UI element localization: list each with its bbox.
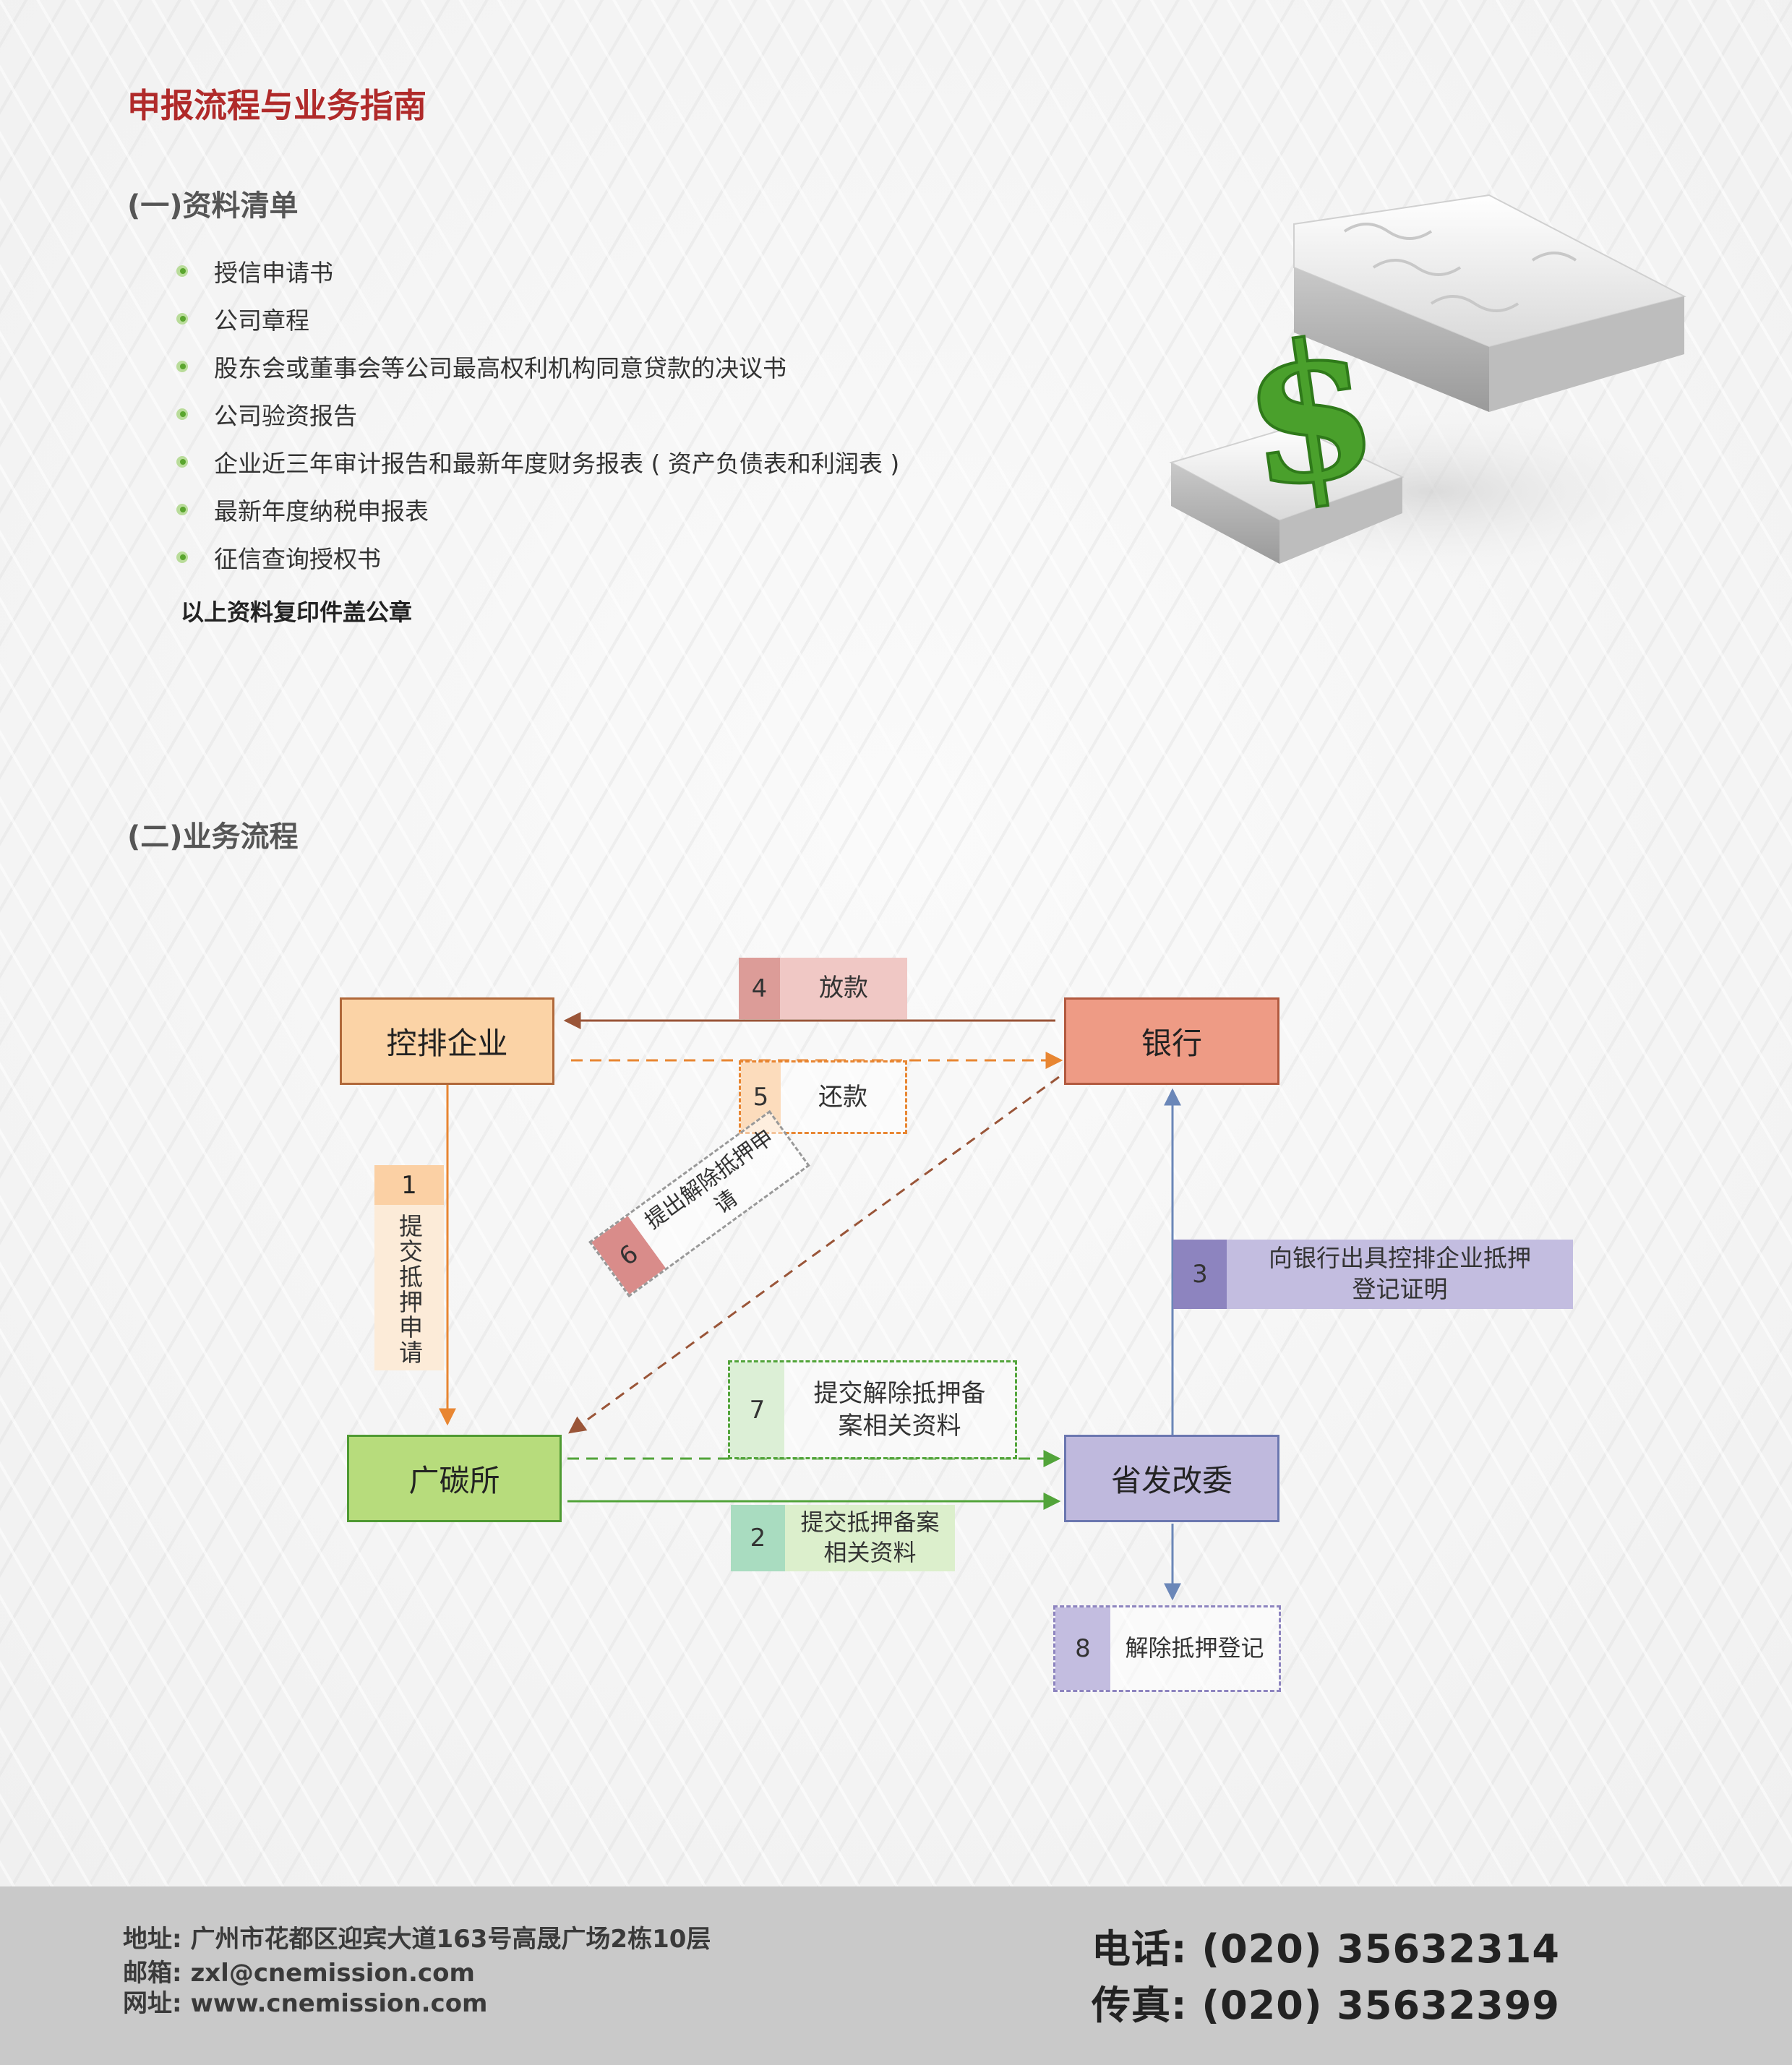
node-exchange: 广碳所 [347, 1435, 562, 1522]
footer-website: 网址: www.cnemission.com [123, 1989, 488, 2018]
step-2-tag: 2 提交抵押备案相关资料 [731, 1505, 955, 1571]
step-number: 4 [739, 958, 780, 1019]
bullet-icon [176, 309, 195, 328]
step-4-tag: 4 放款 [739, 958, 907, 1019]
bullet-icon [176, 548, 195, 567]
footer-fax: 传真: (020) 35632399 [1092, 1983, 1560, 2028]
list-item: 最新年度纳税申报表 [176, 486, 899, 533]
step-number: 3 [1173, 1240, 1227, 1309]
footer [0, 1886, 1792, 2065]
step-label: 向银行出具控排企业抵押登记证明 [1269, 1244, 1531, 1303]
list-item: 征信查询授权书 [176, 533, 899, 581]
list-item: 授信申请书 [176, 247, 899, 295]
step-3-tag: 3 向银行出具控排企业抵押登记证明 [1173, 1240, 1573, 1309]
list-item: 企业近三年审计报告和最新年度财务报表 ( 资产负债表和利润表 ) [176, 438, 899, 486]
arrow-6-release [568, 1076, 1060, 1434]
list-item: 股东会或董事会等公司最高权利机构同意贷款的决议书 [176, 343, 899, 390]
bullet-icon [176, 405, 195, 424]
step-label: 提交解除抵押备案相关资料 [813, 1379, 986, 1441]
bullet-icon [176, 357, 195, 376]
section-heading-materials: (一)资料清单 [127, 189, 299, 223]
node-bank: 银行 [1064, 997, 1279, 1085]
footer-email: 邮箱: zxl@cnemission.com [123, 1959, 475, 1988]
page-title: 申报流程与业务指南 [127, 86, 426, 125]
svg-text:$: $ [1230, 296, 1390, 532]
step-label: 还款 [818, 1082, 867, 1112]
step-label: 提交抵押申请 [395, 1214, 424, 1365]
bullet-icon [176, 500, 195, 519]
step-label: 提交抵押备案相关资料 [800, 1508, 940, 1566]
list-item: 公司章程 [176, 295, 899, 343]
step-8-tag: 8 解除抵押登记 [1053, 1605, 1281, 1692]
node-ndrc: 省发改委 [1064, 1435, 1279, 1522]
materials-list: 授信申请书 公司章程 股东会或董事会等公司最高权利机构同意贷款的决议书 公司验资… [176, 247, 899, 581]
footer-address: 地址: 广州市花都区迎宾大道163号高晟广场2栋10层 [123, 1925, 711, 1954]
list-item: 公司验资报告 [176, 390, 899, 438]
step-number: 8 [1055, 1607, 1110, 1690]
materials-note: 以上资料复印件盖公章 [181, 598, 413, 626]
node-enterprise: 控排企业 [340, 997, 554, 1085]
step-label: 解除抵押登记 [1125, 1634, 1264, 1662]
step-number: 7 [730, 1362, 784, 1457]
step-1-tag: 1 提交抵押申请 [374, 1165, 444, 1370]
puzzle-dollar-icon: $ [1157, 194, 1706, 578]
step-label: 放款 [819, 974, 868, 1003]
step-number: 2 [731, 1505, 785, 1571]
section-heading-process: (二)业务流程 [127, 820, 299, 854]
footer-phone: 电话: (020) 35632314 [1092, 1926, 1560, 1972]
step-number: 1 [374, 1165, 444, 1205]
bullet-icon [176, 452, 195, 471]
step-7-tag: 7 提交解除抵押备案相关资料 [728, 1360, 1017, 1459]
bullet-icon [176, 262, 195, 280]
